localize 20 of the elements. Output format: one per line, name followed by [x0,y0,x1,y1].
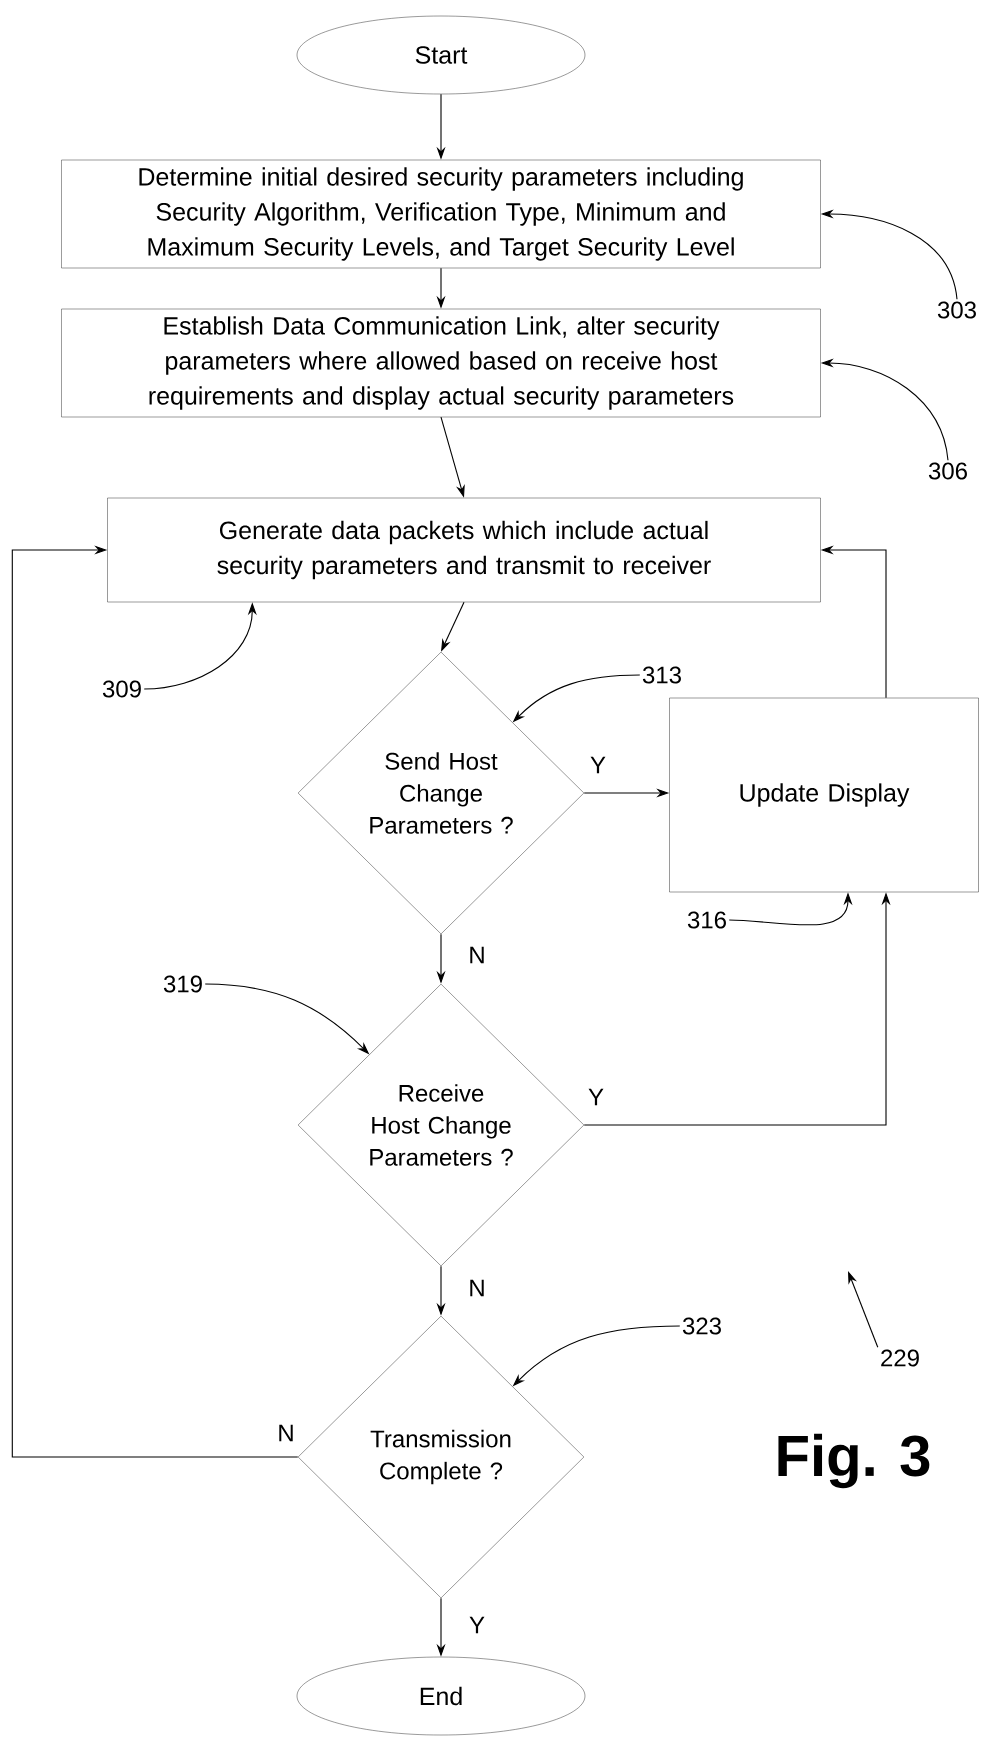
edge-label: Y [586,1086,606,1108]
callout-number: 319 [163,975,202,993]
edge-label: N [466,1277,488,1299]
edge-label: Y [467,1614,487,1636]
callout-number: 316 [687,911,726,929]
callout-number: 303 [937,301,976,319]
callout-number: 229 [881,1349,919,1367]
process-box: Determine initial desired security parameters including Security Algorithm, Verification Type, Minimum and Maximum Security Levels, and Target Security Level [61,159,821,269]
callout-number: 306 [928,462,967,480]
callout-number: 323 [682,1317,721,1335]
callout-number: 309 [102,680,141,698]
process-box: Establish Data Communication Link, alter security parameters where allowed based on receive host requirements and display actual security parameters [61,308,821,418]
arrow [11,545,299,1458]
process-box: Update Display [669,697,979,893]
edge-label: Y [588,754,608,776]
callout-number: 313 [642,666,681,684]
figure-label: Fig. 3 [778,1433,930,1489]
edge-label: N [466,944,488,966]
process-box: Generate data packets which include actual security parameters and transmit to receiver [107,497,821,603]
edge-label: N [275,1422,297,1444]
